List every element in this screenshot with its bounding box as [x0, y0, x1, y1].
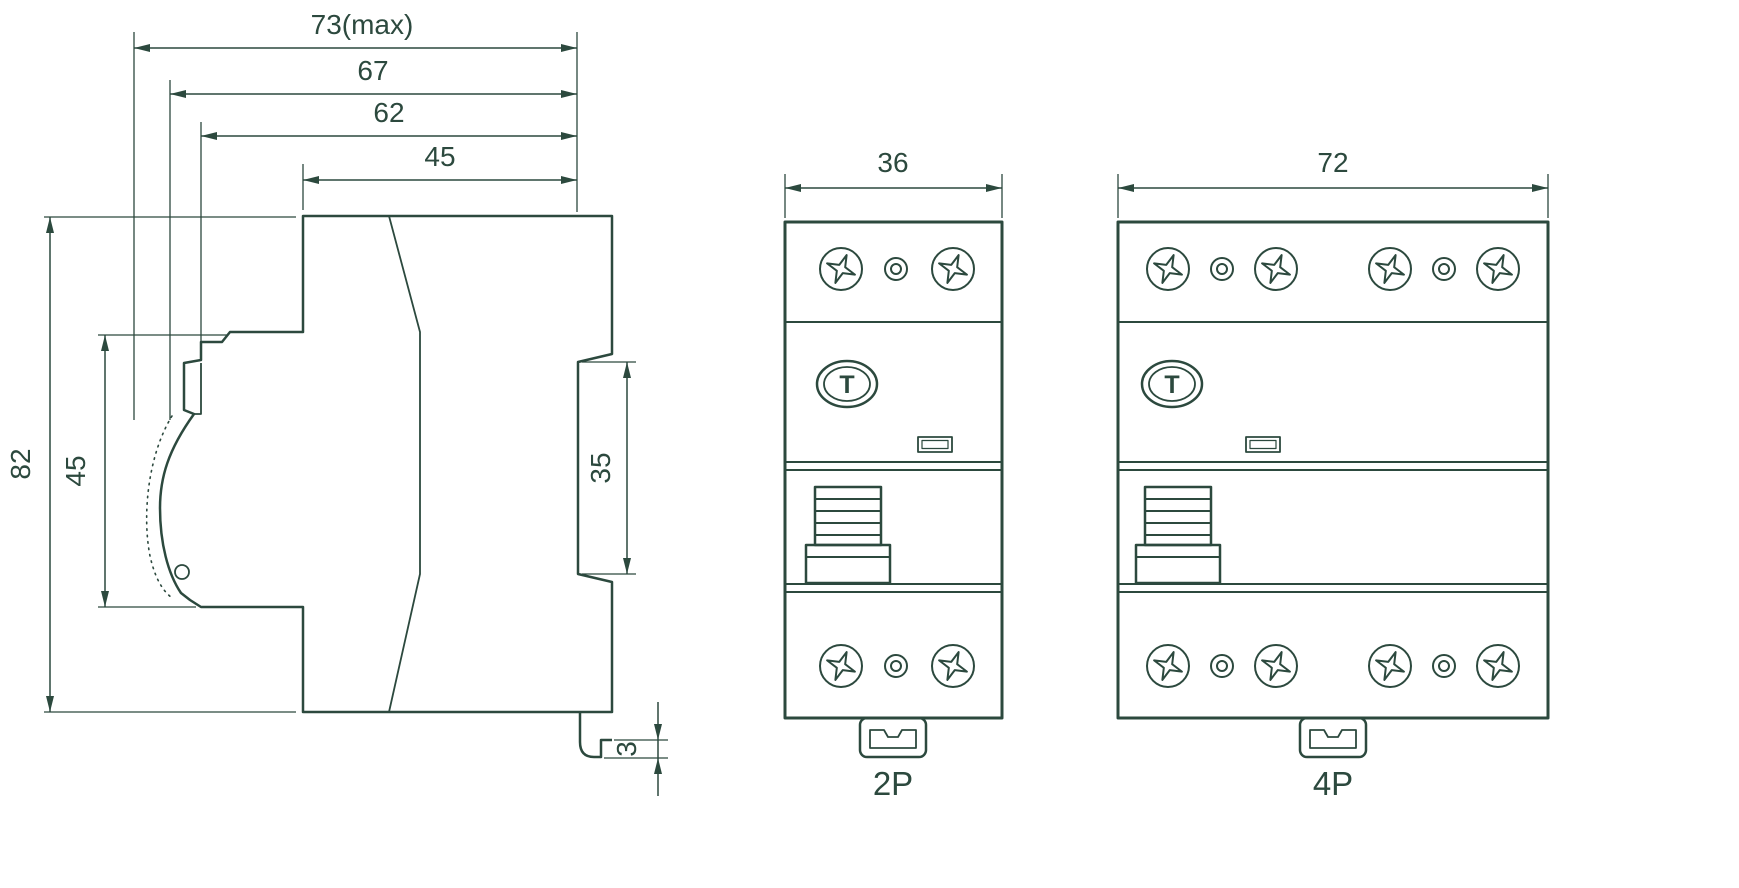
dim-label-35: 35 [585, 452, 616, 483]
breaker-body-outline [158, 214, 614, 714]
toggle-switch-2p[interactable] [804, 485, 892, 585]
phillips-screw-icon [1254, 247, 1298, 291]
din-clip-side [578, 712, 612, 759]
panel-lines-4p [1118, 321, 1548, 593]
dim-label-3: 3 [611, 741, 642, 757]
terminal-screw-icon [884, 257, 908, 281]
test-button-label: T [1164, 371, 1179, 399]
phillips-screw-icon [1146, 644, 1190, 688]
case-seam-line [388, 215, 421, 713]
pivot-hole [174, 564, 190, 580]
front-view-2p: T 36 2P [783, 147, 1004, 802]
dim-depth-62: 62 [200, 97, 577, 342]
phillips-screw-icon [931, 644, 975, 688]
phillips-screw-icon [819, 247, 863, 291]
dim-rail-recess-35: 35 [582, 361, 636, 575]
phillips-screw-icon [931, 247, 975, 291]
test-button-2p[interactable]: T [815, 359, 879, 409]
lever-housing-line [194, 363, 202, 415]
phillips-screw-icon [1368, 644, 1412, 688]
terminal-screw-icon [1210, 654, 1234, 678]
dim-height-82: 82 [5, 216, 296, 713]
terminal-screw-icon [1432, 654, 1456, 678]
dim-label-73max: 73(max) [311, 9, 414, 40]
dim-depth-max: 73(max) [133, 9, 578, 420]
test-button-4p[interactable]: T [1140, 359, 1204, 409]
dim-width-2p: 36 [784, 147, 1003, 218]
pole-label-2p: 2P [873, 765, 913, 802]
test-button-label: T [839, 371, 854, 399]
lever-swing-arc [145, 415, 173, 599]
panel-lines-2p [785, 321, 1002, 593]
dim-label-72: 72 [1317, 147, 1348, 178]
phillips-screw-icon [819, 644, 863, 688]
phillips-screw-icon [1476, 644, 1520, 688]
dim-label-36: 36 [877, 147, 908, 178]
din-clip-2p [858, 716, 928, 759]
front-view-4p: T 72 4P [1116, 147, 1550, 802]
phillips-screw-icon [1146, 247, 1190, 291]
dim-label-67: 67 [357, 55, 388, 86]
terminal-screw-icon [1432, 257, 1456, 281]
dim-front-height-45: 45 [60, 334, 228, 608]
terminal-screw-icon [884, 654, 908, 678]
phillips-screw-icon [1254, 644, 1298, 688]
dim-width-4p: 72 [1117, 147, 1549, 218]
pole-label-4p: 4P [1313, 765, 1353, 802]
indicator-window-2p [917, 436, 953, 453]
dim-label-82: 82 [5, 448, 36, 479]
indicator-window-4p [1245, 436, 1281, 453]
dim-clip-3: 3 [604, 702, 668, 796]
toggle-switch-4p[interactable] [1134, 485, 1222, 585]
phillips-screw-icon [1476, 247, 1520, 291]
din-clip-4p [1298, 716, 1368, 759]
dim-label-45-left: 45 [60, 455, 91, 486]
side-view: 73(max) 67 62 45 82 [5, 9, 668, 796]
terminal-screw-icon [1210, 257, 1234, 281]
dim-label-62: 62 [373, 97, 404, 128]
dim-depth-67: 67 [169, 55, 577, 420]
dim-label-45-top: 45 [424, 141, 455, 172]
phillips-screw-icon [1368, 247, 1412, 291]
dim-depth-45: 45 [302, 141, 577, 210]
